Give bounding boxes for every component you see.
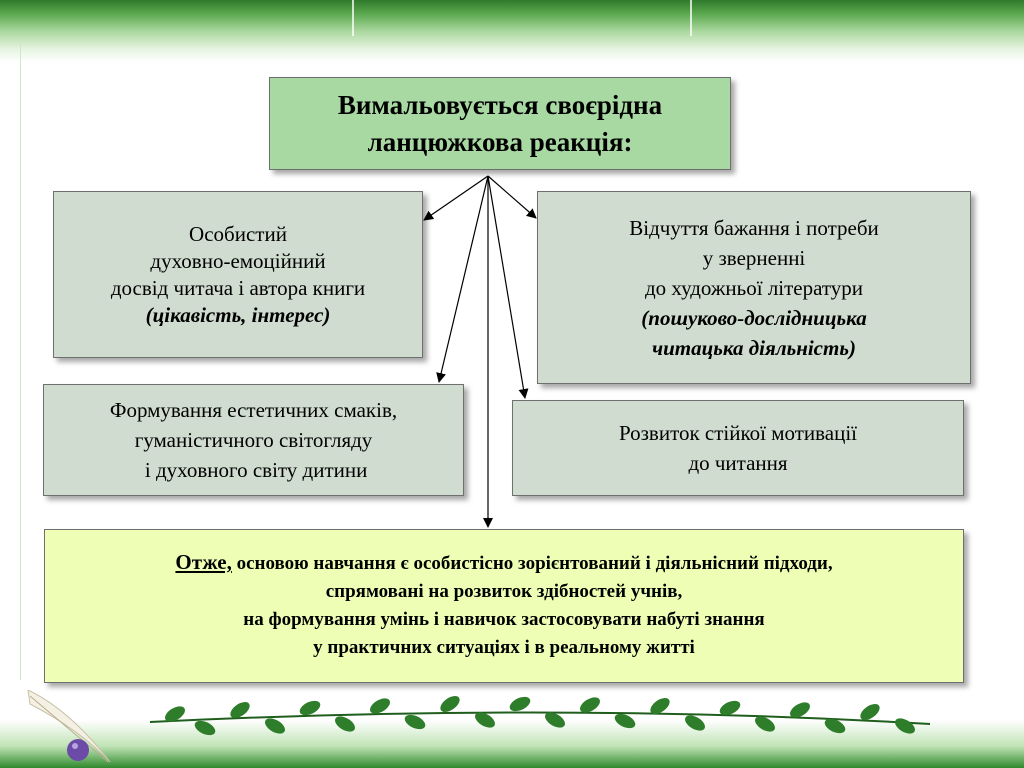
conclusion-line: Отже, основою навчання є особистісно зор… (45, 548, 963, 578)
top-gradient-band (0, 0, 1024, 62)
arrow-to-motivation (487, 175, 529, 399)
box-line: і духовного світу дитини (139, 458, 368, 482)
motivation-box: Розвиток стійкої мотивації до читання (512, 400, 964, 496)
conclusion-line: у практичних ситуаціях і в реальному жит… (313, 637, 695, 658)
box-line-italic: (пошуково-дослідницька (641, 305, 867, 330)
bottom-decoration (0, 690, 1024, 768)
band-divider (352, 0, 354, 36)
leaf-garland (149, 696, 931, 736)
box-line: духовно-емоційний (150, 248, 326, 273)
conclusion-line: спрямовані на розвиток здібностей учнів, (325, 581, 683, 602)
arrow-to-personal (423, 175, 489, 221)
box-line: досвід читача і автора книги (110, 275, 366, 300)
conclusion-text: основою навчання є особистісно зорієнтов… (236, 553, 833, 574)
left-margin-line (20, 40, 21, 680)
conclusion-lead: Отже, (175, 550, 232, 574)
box-line: у зверненні (702, 245, 806, 270)
reading-need-box: Відчуття бажання і потреби у зверненні д… (537, 191, 971, 384)
arrow-to-need (487, 175, 537, 219)
title-line: Вимальовується своєрідна (337, 89, 663, 120)
chain-reaction-title-box: Вимальовується своєрідна ланцюжкова реак… (269, 77, 731, 170)
box-line: до читання (688, 451, 788, 475)
box-line: до художньої літератури (644, 275, 864, 300)
arrow-to-taste (436, 175, 489, 383)
box-line: Особистий (189, 221, 287, 246)
box-line-italic: (цікавість, інтерес) (145, 302, 331, 327)
box-line: Відчуття бажання і потреби (629, 215, 879, 240)
box-line: Розвиток стійкої мотивації (618, 421, 858, 445)
box-line-italic: читацька діяльність) (652, 335, 856, 360)
ink-pot-icon (67, 739, 89, 761)
band-divider (690, 0, 692, 36)
personal-experience-box: Особистий духовно-емоційний досвід читач… (53, 191, 423, 358)
box-line: Формування естетичних смаків, (109, 398, 398, 422)
box-line: гуманістичного світогляду (134, 428, 373, 452)
conclusion-line: на формування умінь і навичок застосовув… (243, 609, 765, 630)
title-line: ланцюжкова реакція: (367, 126, 633, 157)
aesthetic-taste-box: Формування естетичних смаків, гуманістич… (43, 384, 464, 496)
conclusion-box: Отже, основою навчання є особистісно зор… (44, 529, 964, 683)
quill-icon (27, 690, 111, 763)
